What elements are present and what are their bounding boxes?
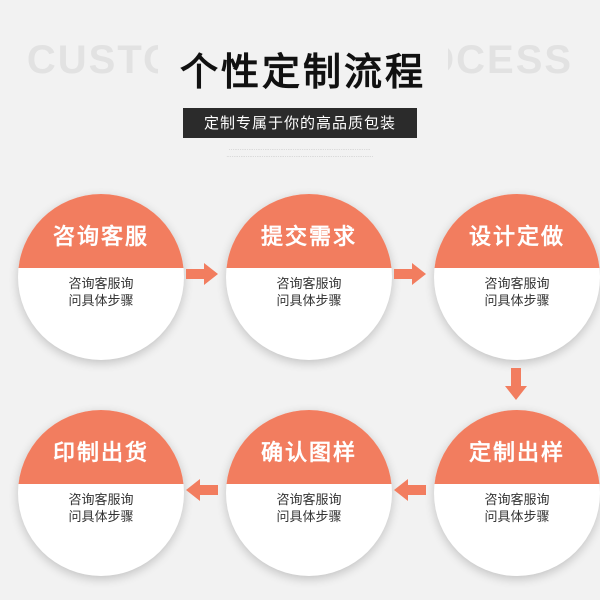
arrow-down-icon [505, 368, 527, 400]
step-description-line: 咨询客服询 [484, 277, 550, 292]
step-description-line: 咨询客服询 [68, 277, 134, 292]
step-description: 咨询客服询 问具体步骤 [434, 486, 600, 526]
step-description: 咨询客服询 问具体步骤 [226, 486, 392, 526]
decorative-fine-text-line: ········································… [229, 147, 371, 152]
decorative-fine-text-line: ········································… [226, 154, 374, 159]
arrow-right-icon [394, 263, 426, 285]
step-title: 提交需求 [226, 194, 392, 268]
step-description-line: 问具体步骤 [484, 294, 550, 309]
step-title: 设计定做 [434, 194, 600, 268]
step-description-line: 问具体步骤 [276, 294, 342, 309]
page-title: 个性定制流程 [158, 44, 448, 100]
arrow-left-icon [186, 479, 218, 501]
step-description-line: 问具体步骤 [276, 510, 342, 525]
arrow-left-icon [394, 479, 426, 501]
step-description: 咨询客服询 问具体步骤 [18, 486, 184, 526]
step-description-line: 问具体步骤 [68, 294, 134, 309]
step-title: 定制出样 [434, 410, 600, 484]
step-description-line: 咨询客服询 [68, 493, 134, 508]
step-confirm-drawing: 确认图样 咨询客服询 问具体步骤 [226, 410, 392, 576]
step-description-line: 咨询客服询 [276, 277, 342, 292]
step-title: 咨询客服 [18, 194, 184, 268]
step-description: 咨询客服询 问具体步骤 [226, 270, 392, 310]
step-description-line: 咨询客服询 [484, 493, 550, 508]
step-sample: 定制出样 咨询客服询 问具体步骤 [434, 410, 600, 576]
step-title: 确认图样 [226, 410, 392, 484]
step-description: 咨询客服询 问具体步骤 [434, 270, 600, 310]
step-consult: 咨询客服 咨询客服询 问具体步骤 [18, 194, 184, 360]
arrow-right-icon [186, 263, 218, 285]
step-description-line: 问具体步骤 [484, 510, 550, 525]
step-print-ship: 印制出货 咨询客服询 问具体步骤 [18, 410, 184, 576]
step-design: 设计定做 咨询客服询 问具体步骤 [434, 194, 600, 360]
step-submit-request: 提交需求 咨询客服询 问具体步骤 [226, 194, 392, 360]
subtitle-banner: 定制专属于你的高品质包装 [183, 108, 417, 138]
step-description-line: 咨询客服询 [276, 493, 342, 508]
step-title: 印制出货 [18, 410, 184, 484]
step-description: 咨询客服询 问具体步骤 [18, 270, 184, 310]
step-description-line: 问具体步骤 [68, 510, 134, 525]
